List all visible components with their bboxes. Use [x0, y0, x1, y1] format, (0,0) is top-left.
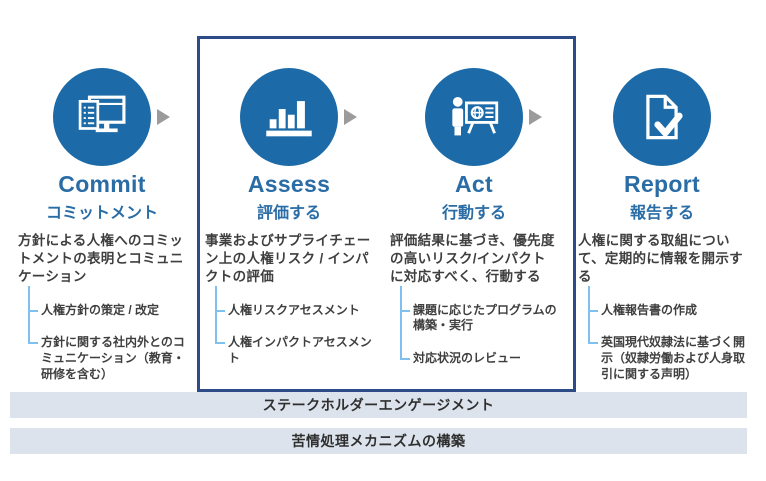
- step-subitem: 人権方針の策定 / 改定: [28, 286, 186, 319]
- step-subitems: 課題に応じたプログラムの構築・実行 対応状況のレビュー: [400, 285, 558, 367]
- step-title-ja: 報告する: [629, 205, 694, 222]
- step-description: 事業およびサプライチェーン上の人権リスク / インパクトの評価: [205, 233, 371, 284]
- assess-act-highlight-box: [197, 36, 576, 392]
- arrow-right-icon: [157, 109, 170, 125]
- document-check-icon: [613, 68, 711, 166]
- step-title-ja: コミットメント: [45, 205, 158, 222]
- presentation-globe-icon: [425, 68, 523, 166]
- step-subitem: 人権報告書の作成: [588, 286, 746, 319]
- step-description: 方針による人権へのコミットメントの表明とコミュニケーション: [18, 233, 184, 284]
- step-subitem: 方針に関する社内外とのコミュニケーション（教育・研修を含む）: [28, 318, 186, 382]
- commit-icon-row: [18, 68, 186, 166]
- bar-chart-icon: [240, 68, 338, 166]
- step-title-en: Assess: [247, 171, 331, 197]
- step-subitem: 英国現代奴隷法に基づく開示（奴隷労働および人身取引に関する声明）: [588, 318, 746, 382]
- assess-icon-row: [205, 68, 373, 166]
- step-subitems: 人権リスクアセスメント 人権インパクトアセスメント: [215, 286, 373, 367]
- step-subitems: 人権報告書の作成 英国現代奴隷法に基づく開示（奴隷労働および人身取引に関する声明…: [588, 286, 746, 382]
- arrow-right-icon: [344, 109, 357, 125]
- step-title-ja: 評価する: [256, 205, 321, 222]
- step-title-en: Report: [624, 171, 700, 197]
- stakeholder-engagement-label: ステークホルダーエンゲージメント: [262, 397, 495, 413]
- process-step-commit: Commit コミットメント 方針による人権へのコミットメントの表明とコミュニケ…: [18, 68, 186, 382]
- monitor-document-icon: [53, 68, 151, 166]
- act-icon-row: [390, 68, 558, 166]
- step-subitem: 人権リスクアセスメント: [215, 286, 373, 319]
- grievance-mechanism-label: 苦情処理メカニズムの構築: [291, 433, 466, 449]
- report-icon-row: [578, 68, 746, 166]
- step-title-en: Commit: [58, 171, 146, 197]
- step-title-en: Act: [455, 171, 493, 197]
- arrow-right-icon: [529, 109, 542, 125]
- step-description: 評価結果に基づき、優先度の高いリスク/インパクトに対応すべく、行動する: [390, 233, 555, 284]
- step-description: 人権に関する取組について、定期的に情報を開示する: [578, 233, 743, 284]
- step-subitem: 対応状況のレビュー: [400, 334, 558, 367]
- step-title-ja: 行動する: [441, 205, 506, 222]
- step-subitem: 人権インパクトアセスメント: [215, 318, 373, 366]
- grievance-mechanism-bar: 苦情処理メカニズムの構築: [10, 428, 747, 454]
- step-subitem: 課題に応じたプログラムの構築・実行: [400, 285, 558, 335]
- process-step-report: Report 報告する 人権に関する取組について、定期的に情報を開示する 人権報…: [578, 68, 746, 382]
- stakeholder-engagement-bar: ステークホルダーエンゲージメント: [10, 392, 747, 418]
- process-step-assess: Assess 評価する 事業およびサプライチェーン上の人権リスク / インパクト…: [205, 68, 373, 367]
- process-step-act: Act 行動する 評価結果に基づき、優先度の高いリスク/インパクトに対応すべく、…: [390, 68, 558, 367]
- step-subitems: 人権方針の策定 / 改定 方針に関する社内外とのコミュニケーション（教育・研修を…: [28, 286, 186, 382]
